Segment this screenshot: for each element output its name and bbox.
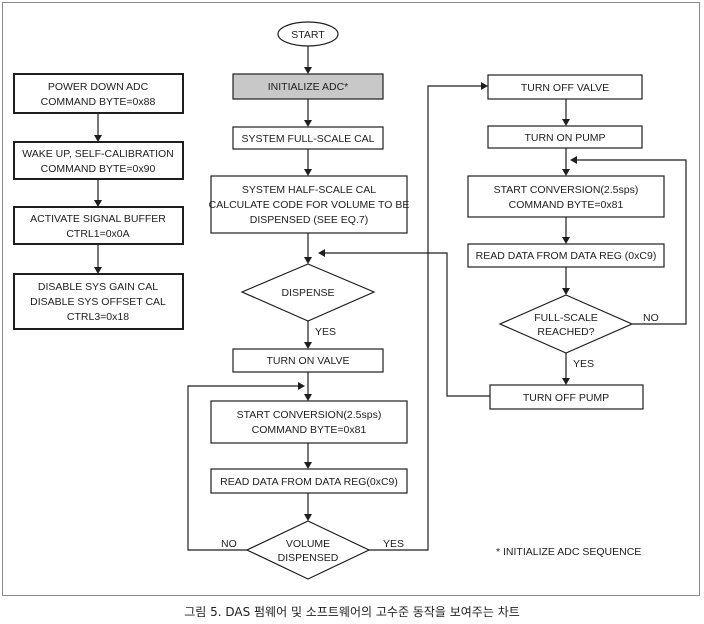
dispense-label: DISPENSE	[281, 287, 334, 299]
disable-cal-line-2: DISABLE SYS OFFSET CAL	[30, 296, 166, 308]
turn-off-valve-label: TURN OFF VALVE	[521, 82, 609, 94]
start-node: START	[277, 21, 339, 47]
full-scale-decision: FULL-SCALE REACHED?	[498, 294, 634, 354]
flowchart: START INITIALIZE ADC* SYSTEM FULL-SCALE …	[13, 21, 687, 580]
dispense-decision: DISPENSE	[240, 263, 376, 322]
wake-up-line-1: WAKE UP, SELF-CALIBRATION	[22, 148, 174, 160]
disable-cal-line-3: CTRL3=0x18	[67, 311, 129, 323]
start-conversion-2-line-2: COMMAND BYTE=0x81	[509, 199, 624, 211]
figure-caption: 그림 5. DAS 펌웨어 및 소프트웨어의 고수준 동작을 보여주는 차트	[184, 605, 520, 619]
power-down-line-1: POWER DOWN ADC	[48, 81, 149, 93]
turn-off-pump-box: TURN OFF PUMP	[489, 384, 644, 410]
read-data-label: READ DATA FROM DATA REG(0xC9)	[220, 476, 398, 488]
power-down-line-2: COMMAND BYTE=0x88	[41, 96, 156, 108]
activate-buffer-line-2: CTRL1=0x0A	[66, 228, 129, 240]
read-data-box: READ DATA FROM DATA REG(0xC9)	[210, 468, 408, 494]
figure-frame: START INITIALIZE ADC* SYSTEM FULL-SCALE …	[2, 2, 700, 596]
activate-buffer-box: ACTIVATE SIGNAL BUFFER CTRL1=0x0A	[13, 206, 184, 245]
connectors	[94, 45, 687, 551]
initialize-adc-box: INITIALIZE ADC*	[232, 73, 384, 100]
dispense-yes-label: YES	[315, 326, 336, 338]
activate-buffer-line-1: ACTIVATE SIGNAL BUFFER	[30, 213, 166, 225]
turn-off-pump-label: TURN OFF PUMP	[523, 392, 609, 404]
volume-yes-label: YES	[383, 538, 404, 550]
start-conversion-2-line-1: START CONVERSION(2.5sps)	[494, 184, 639, 196]
footnote: * INITIALIZE ADC SEQUENCE	[496, 546, 641, 558]
disable-cal-box: DISABLE SYS GAIN CAL DISABLE SYS OFFSET …	[13, 273, 184, 330]
turn-on-valve-label: TURN ON VALVE	[266, 355, 349, 367]
turn-off-valve-box: TURN OFF VALVE	[487, 74, 643, 100]
full-scale-yes-label: YES	[573, 358, 594, 370]
start-label: START	[291, 29, 325, 41]
start-conversion-2-box: START CONVERSION(2.5sps) COMMAND BYTE=0x…	[467, 175, 665, 218]
start-conversion-box: START CONVERSION(2.5sps) COMMAND BYTE=0x…	[210, 400, 408, 444]
full-scale-no-label: NO	[643, 312, 659, 324]
read-data-2-label: READ DATA FROM DATA REG (0xC9)	[476, 250, 657, 262]
disable-cal-line-1: DISABLE SYS GAIN CAL	[38, 281, 158, 293]
volume-dispensed-line-2: DISPENSED	[278, 552, 339, 564]
system-half-scale-line-2: CALCULATE CODE FOR VOLUME TO BE	[209, 199, 410, 211]
initialize-adc-label: INITIALIZE ADC*	[268, 81, 349, 93]
system-half-scale-line-1: SYSTEM HALF-SCALE CAL	[242, 184, 376, 196]
full-scale-line-2: REACHED?	[537, 326, 594, 338]
read-data-2-box: READ DATA FROM DATA REG (0xC9)	[467, 243, 665, 268]
system-half-scale-box: SYSTEM HALF-SCALE CAL CALCULATE CODE FOR…	[209, 175, 410, 234]
system-full-scale-box: SYSTEM FULL-SCALE CAL	[232, 126, 384, 150]
wake-up-line-2: COMMAND BYTE=0x90	[41, 163, 156, 175]
start-conversion-line-1: START CONVERSION(2.5sps)	[237, 409, 382, 421]
start-conversion-line-2: COMMAND BYTE=0x81	[252, 424, 367, 436]
turn-on-pump-box: TURN ON PUMP	[487, 125, 643, 149]
system-half-scale-line-3: DISPENSED (SEE EQ.7)	[250, 214, 368, 226]
wake-up-box: WAKE UP, SELF-CALIBRATION COMMAND BYTE=0…	[13, 141, 184, 180]
system-full-scale-label: SYSTEM FULL-SCALE CAL	[241, 133, 374, 145]
volume-dispensed-line-1: VOLUME	[286, 538, 330, 550]
volume-no-label: NO	[221, 538, 237, 550]
turn-on-valve-box: TURN ON VALVE	[232, 348, 384, 373]
volume-dispensed-decision: VOLUME DISPENSED	[245, 520, 371, 580]
turn-on-pump-label: TURN ON PUMP	[524, 132, 605, 144]
power-down-adc-box: POWER DOWN ADC COMMAND BYTE=0x88	[13, 73, 184, 114]
full-scale-line-1: FULL-SCALE	[534, 312, 598, 324]
